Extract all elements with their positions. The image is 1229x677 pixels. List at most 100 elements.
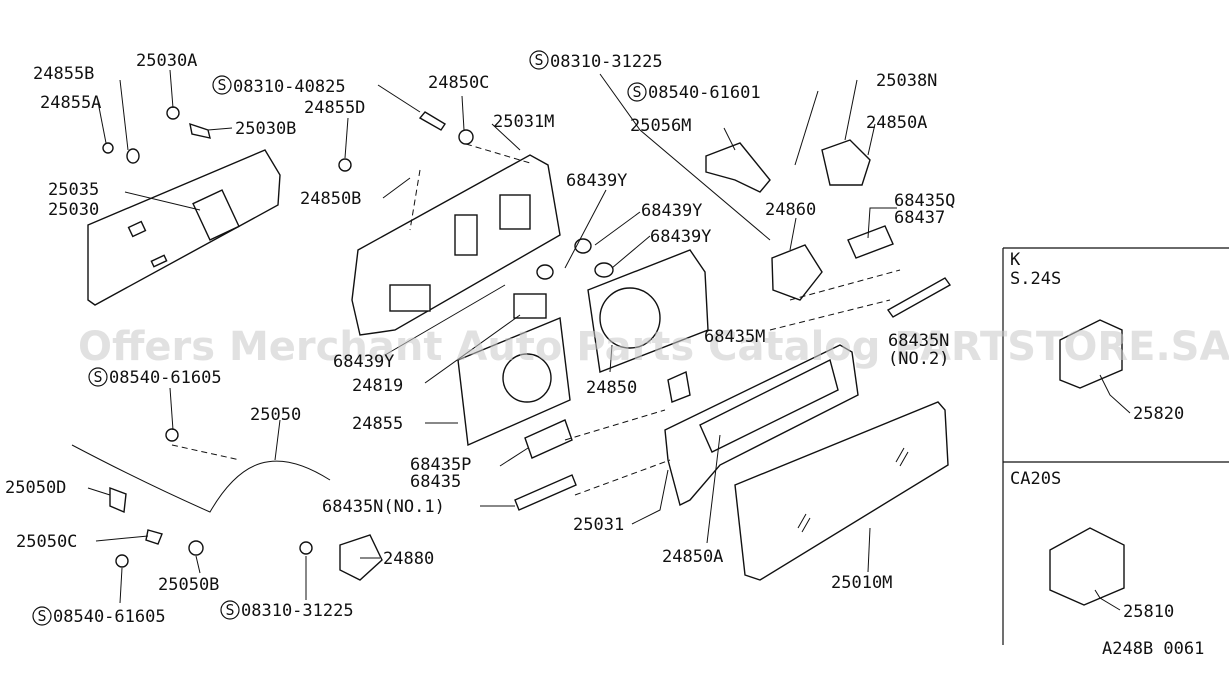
part-24850C-washer <box>458 129 474 145</box>
label-24880: 24880 <box>383 549 434 569</box>
label-25035: 25035 <box>48 180 99 200</box>
part-24819-unit <box>513 293 547 319</box>
label-08540-61601: 08540-61601 <box>648 83 761 103</box>
label-68435N-no2: 68435N <box>888 331 949 351</box>
part-68439Y-bulb-b <box>574 238 592 254</box>
diagram-code: A248B 0061 <box>1102 639 1204 659</box>
label-24819: 24819 <box>352 376 403 396</box>
part-25030B-bulb <box>189 122 211 139</box>
part-25050D-clip <box>109 486 127 514</box>
label-25050: 25050 <box>250 405 301 425</box>
part-68435Q-circuit <box>847 225 894 259</box>
label-25031M: 25031M <box>493 112 554 132</box>
screw-symbol: S <box>534 51 543 69</box>
label-24850B: 24850B <box>300 189 361 209</box>
inset-frame <box>1002 247 1229 645</box>
inset-panels <box>1002 247 1229 645</box>
part-08310-40825-screw <box>418 111 446 131</box>
label-68435: 68435 <box>410 472 461 492</box>
label-25030: 25030 <box>48 200 99 220</box>
part-25030A-socket <box>166 106 180 120</box>
part-25820-module <box>1059 319 1123 389</box>
part-25035-slot2 <box>150 254 168 268</box>
label-25050C: 25050C <box>16 532 77 552</box>
part-68435M-plate <box>667 370 691 403</box>
label-68437: 68437 <box>894 208 945 228</box>
label-68435P: 68435P <box>410 455 471 475</box>
label-25038N: 25038N <box>876 71 937 91</box>
part-25010M-glass <box>734 401 949 581</box>
label-24850A-bottom: 24850A <box>662 547 723 567</box>
inset1-code-b: S.24S <box>1010 269 1061 289</box>
label-68435N-no2-sub: (NO.2) <box>888 349 949 369</box>
part-68435N-no1-strip <box>514 474 577 511</box>
glass-reflection-marks <box>797 447 909 533</box>
label-24850A-top: 24850A <box>866 113 927 133</box>
label-25810: 25810 <box>1123 602 1174 622</box>
part-labels: 24855B 25030A 24855A 08310-40825 24850C … <box>5 51 1204 659</box>
assembly-lines <box>171 143 901 496</box>
part-24860-gauge <box>771 244 823 301</box>
part-08540-61605-screw-a <box>165 428 179 442</box>
part-08310-31225-screw-bottom <box>299 541 313 555</box>
part-24855A-bulb <box>102 142 114 154</box>
screw-symbol: S <box>632 83 641 101</box>
part-24850-dial <box>599 287 661 349</box>
label-25050B: 25050B <box>158 575 219 595</box>
part-25810-module <box>1049 527 1125 606</box>
label-24860: 24860 <box>765 200 816 220</box>
label-25010M: 25010M <box>831 573 892 593</box>
label-24850C: 24850C <box>428 73 489 93</box>
label-08540-61605-b: 08540-61605 <box>53 607 166 627</box>
screw-symbols: S S S S S S <box>32 50 647 626</box>
label-08310-31225-bottom: 08310-31225 <box>241 601 354 621</box>
part-68439Y-bulb-c <box>594 262 614 278</box>
label-24855: 24855 <box>352 414 403 434</box>
part-08540-61605-screw-b <box>115 554 129 568</box>
part-24850B-screw-base <box>338 158 352 172</box>
label-24855D: 24855D <box>304 98 365 118</box>
part-25050C-clip <box>145 529 163 545</box>
label-68435N-no1: 68435N(NO.1) <box>322 497 445 517</box>
label-68439Y-1: 68439Y <box>566 171 627 191</box>
screw-symbol-circle <box>32 606 52 626</box>
label-25820: 25820 <box>1133 404 1184 424</box>
inset1-code-a: K <box>1010 250 1021 270</box>
screw-symbol: S <box>225 601 234 619</box>
screw-symbol-circle <box>220 600 240 620</box>
screw-symbol: S <box>37 607 46 625</box>
screw-symbol-circle <box>627 82 647 102</box>
part-25056M-bracket <box>705 142 771 193</box>
screw-symbol-circle <box>88 367 108 387</box>
part-68435N-no2-strip <box>886 277 952 318</box>
label-25031: 25031 <box>573 515 624 535</box>
leader-lines <box>87 69 1131 611</box>
part-housing-pocket-a <box>454 214 478 256</box>
part-housing-pocket-b <box>499 194 531 230</box>
label-24855B: 24855B <box>33 64 94 84</box>
part-68439Y-bulb-a <box>536 264 554 280</box>
inset2-code: CA20S <box>1010 469 1061 489</box>
part-housing-pocket-c <box>389 284 431 312</box>
label-25030B: 25030B <box>235 119 296 139</box>
label-24850: 24850 <box>586 378 637 398</box>
part-25031-bezel-opening <box>699 358 839 453</box>
part-25050B-grommet <box>188 540 204 556</box>
label-68435M: 68435M <box>704 327 765 347</box>
screw-symbol-circle <box>529 50 549 70</box>
label-68439Y-4: 68439Y <box>333 352 394 372</box>
part-25050-cable <box>71 444 331 513</box>
part-25035-window <box>192 189 240 241</box>
screw-symbol: S <box>93 368 102 386</box>
label-24855A: 24855A <box>40 93 101 113</box>
part-25035-cover <box>87 149 281 306</box>
label-68439Y-2: 68439Y <box>641 201 702 221</box>
label-25050D: 25050D <box>5 478 66 498</box>
label-25056M: 25056M <box>630 116 691 136</box>
label-25030A: 25030A <box>136 51 197 71</box>
part-25038N-unit <box>821 139 871 186</box>
part-24855B-bulb <box>126 148 140 164</box>
part-24855-dial <box>502 353 552 403</box>
